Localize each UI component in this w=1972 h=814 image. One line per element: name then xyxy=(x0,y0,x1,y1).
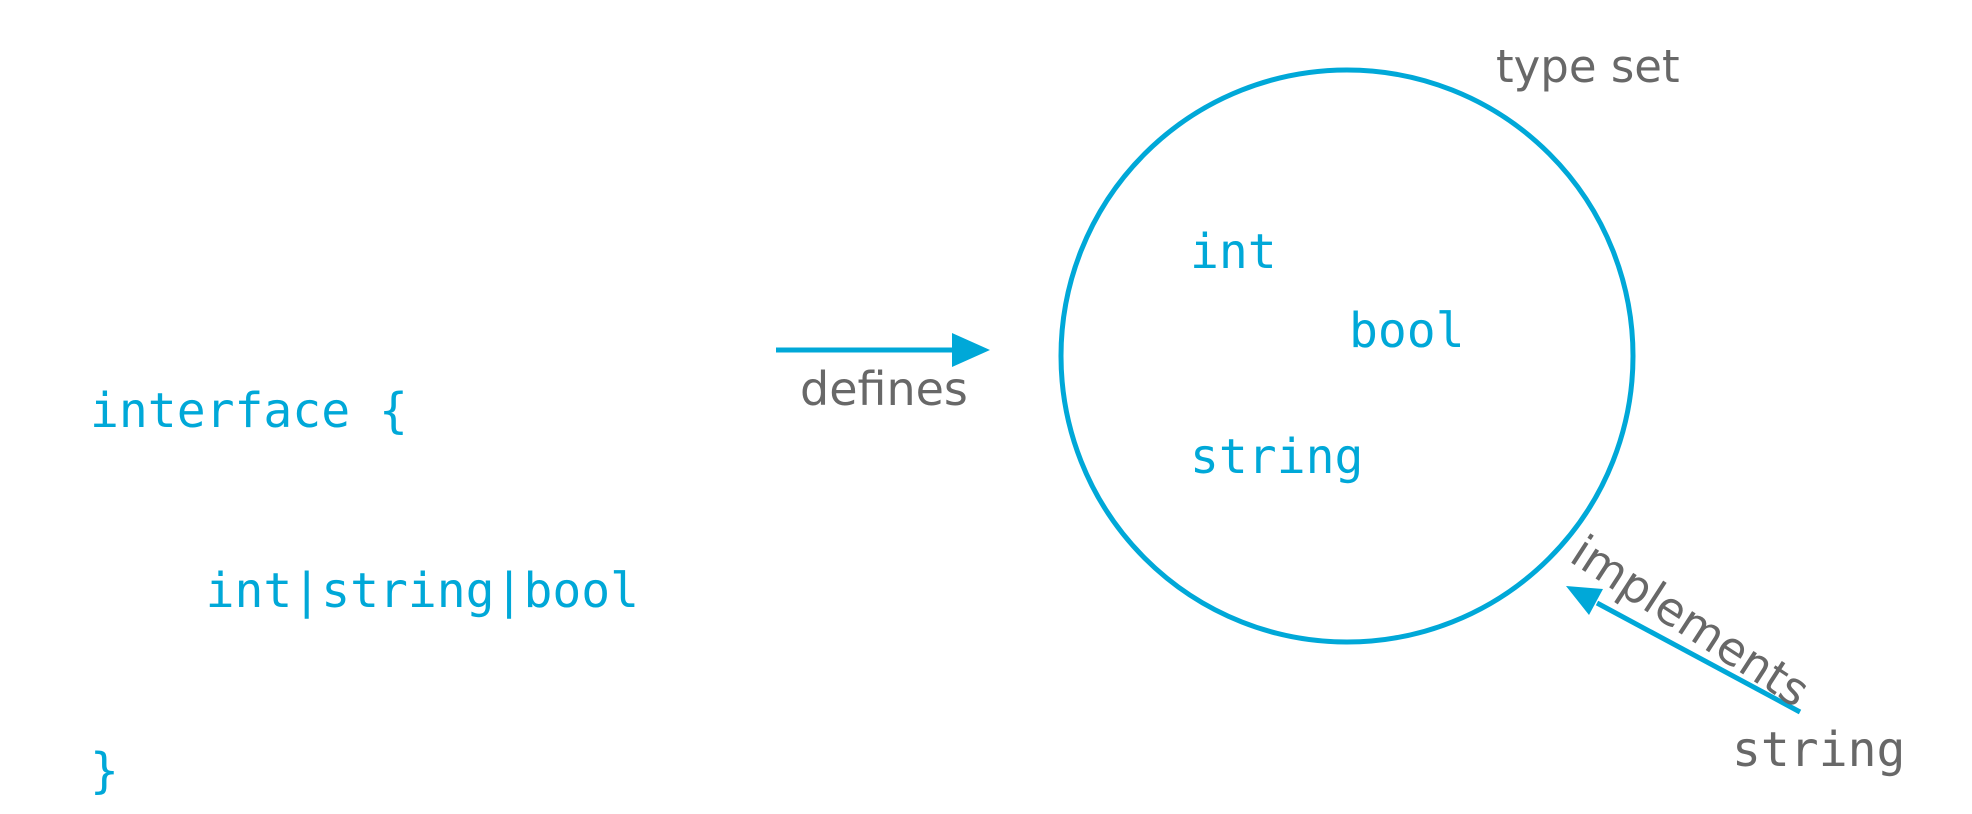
type-set-label: type set xyxy=(1496,40,1680,93)
implements-arrow xyxy=(1566,586,1802,715)
type-set-member-string: string xyxy=(1190,429,1364,485)
type-set-circle xyxy=(1058,67,1636,645)
defines-label: defines xyxy=(800,362,968,416)
implements-arrow-line xyxy=(1595,600,1802,715)
code-line-2: int|string|bool xyxy=(90,563,640,619)
type-set-member-bool: bool xyxy=(1349,303,1465,359)
interface-code-block: interface { int|string|bool } xyxy=(90,261,639,814)
type-set-member-int: int xyxy=(1190,224,1277,280)
implementing-type-label: string xyxy=(1732,722,1906,778)
code-line-3: } xyxy=(90,743,119,799)
defines-arrowhead-icon xyxy=(952,333,990,367)
defines-arrow xyxy=(776,333,990,367)
code-line-1: interface { xyxy=(90,383,408,439)
implements-arrowhead-icon xyxy=(1566,586,1603,615)
